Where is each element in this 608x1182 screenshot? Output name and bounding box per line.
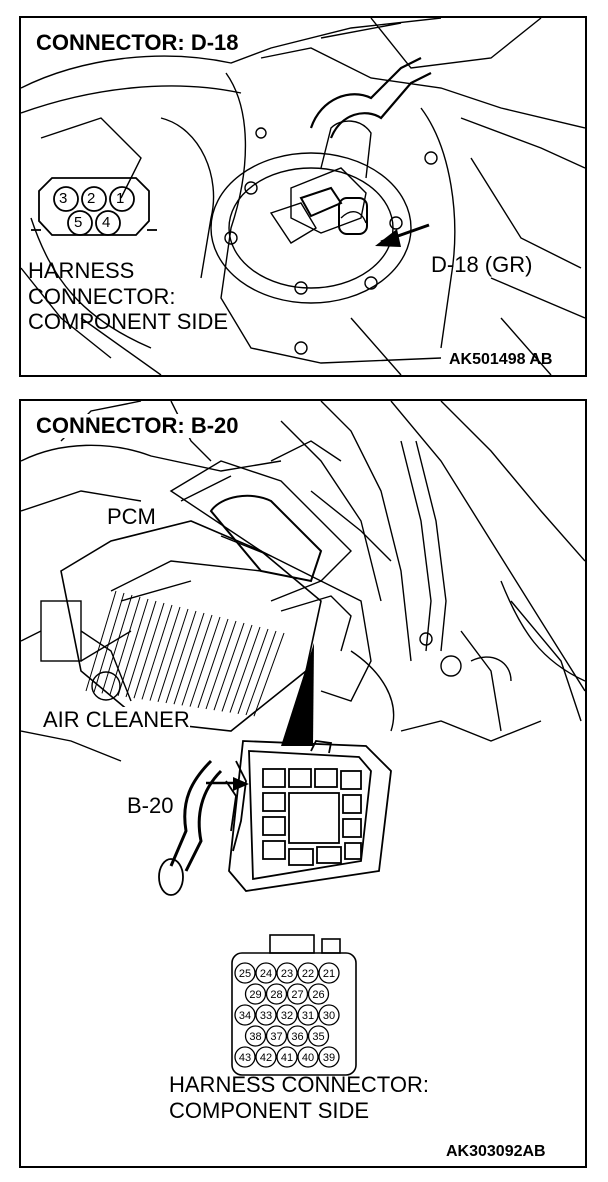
d18-figure-code-number: AK501498 — [449, 351, 526, 368]
b20-pin-number: 35 — [312, 1031, 324, 1043]
b20-pin-number: 34 — [239, 1010, 251, 1022]
d18-figure-code: AK501498 AB — [449, 352, 552, 368]
pcm-label: PCM — [107, 504, 156, 529]
b20-pin-circle — [297, 1046, 319, 1068]
b20-pin-number: 24 — [260, 968, 272, 980]
b20-pin-circle — [244, 983, 267, 1005]
b20-pin-circle — [265, 983, 288, 1005]
b20-pin-number: 29 — [249, 989, 261, 1001]
air-cleaner-rib — [237, 628, 269, 714]
b20-pin-circle — [318, 1004, 340, 1026]
air-cleaner-rib — [157, 608, 189, 702]
b20-pin-circle — [297, 1004, 319, 1026]
b20-pin-circle — [307, 983, 330, 1005]
air-cleaner-rib — [221, 624, 253, 712]
b20-caption-line-2: COMPONENT SIDE — [169, 1098, 370, 1123]
b20-pin-circle — [234, 1046, 256, 1068]
d18-figure-code-suffix: AB — [529, 351, 553, 368]
connector-d18-panel: 3 2 1 5 4 CONNECTOR: D-18 HARNESS CONNEC… — [19, 16, 587, 377]
d18-caption-line-2: CONNECTOR: — [28, 284, 176, 309]
air-cleaner-label: AIR CLEANER — [43, 707, 190, 732]
air-cleaner-rib — [181, 614, 213, 706]
b20-pin-circle — [255, 1046, 277, 1068]
air-cleaner-rib — [173, 612, 205, 705]
air-cleaner-rib — [229, 626, 261, 713]
air-cleaner-rib — [93, 592, 125, 693]
d18-pin-2: 2 — [87, 190, 96, 207]
b20-title: CONNECTOR: B-20 — [33, 414, 242, 438]
b20-pin-circle — [318, 962, 340, 984]
b20-pin-circle — [234, 1004, 256, 1026]
b20-engine-illustration: 25 24 23 22 21 29 28 27 26 34 33 32 31 30 38 37 36 35 43 42… — [21, 401, 585, 1076]
d18-caption-line-1: HARNESS — [28, 258, 135, 283]
b20-pin-number: 32 — [281, 1010, 293, 1022]
pcm-zoom-drawing — [158, 740, 392, 896]
b20-pin-circle — [276, 1004, 298, 1026]
b20-pin-circle — [255, 962, 277, 984]
b20-pin-circle — [318, 1046, 340, 1068]
b20-figure-code: AK303092AB — [446, 1143, 546, 1160]
air-cleaner-rib — [189, 616, 221, 707]
b20-pin-number: 43 — [239, 1052, 251, 1064]
air-cleaner-rib — [125, 600, 157, 698]
b20-pin-number: 25 — [239, 968, 251, 980]
b20-pin-number: 42 — [260, 1052, 272, 1064]
air-cleaner-rib — [197, 618, 229, 708]
b20-pin-number: 22 — [302, 968, 314, 980]
b20-caption-line-1: HARNESS CONNECTOR: — [169, 1072, 429, 1097]
d18-callout-label: D-18 (GR) — [431, 252, 533, 277]
b20-harness-connector-face: 25 24 23 22 21 29 28 27 26 34 33 32 31 30 38 37 36 35 43 42… — [231, 934, 357, 1076]
b20-pin-number: 40 — [302, 1052, 314, 1064]
b20-pin-number: 39 — [323, 1052, 335, 1064]
b20-pin-circle — [244, 1025, 267, 1047]
air-cleaner-rib — [213, 622, 245, 711]
air-cleaner-rib — [109, 596, 141, 695]
b20-pin-circle — [276, 1046, 298, 1068]
d18-pin-3: 3 — [59, 190, 68, 207]
air-cleaner-rib — [165, 610, 197, 704]
air-cleaner-rib — [133, 602, 165, 699]
air-cleaner-rib — [101, 594, 133, 694]
b20-pin-circle — [234, 962, 256, 984]
b20-pin-number: 30 — [323, 1010, 335, 1022]
d18-pin-4: 4 — [102, 214, 111, 231]
b20-pin-circle — [265, 1025, 288, 1047]
d18-pin-5: 5 — [74, 214, 83, 231]
air-cleaner-rib — [253, 632, 285, 717]
b20-pin-number: 21 — [323, 968, 335, 980]
b20-pin-circle — [286, 983, 309, 1005]
b20-pin-number: 37 — [270, 1031, 282, 1043]
d18-engine-illustration — [21, 18, 585, 375]
air-cleaner-rib — [205, 620, 237, 710]
d18-title: CONNECTOR: D-18 — [33, 31, 242, 55]
d18-harness-connector-face — [31, 177, 157, 236]
b20-callout-label: B-20 — [127, 793, 174, 818]
b20-pin-circle — [286, 1025, 309, 1047]
b20-pin-number: 23 — [281, 968, 293, 980]
air-cleaner-rib — [85, 590, 117, 692]
b20-pin-number: 26 — [312, 989, 324, 1001]
b20-pin-number: 36 — [291, 1031, 303, 1043]
b20-pin-circle — [276, 962, 298, 984]
connector-b20-panel: 25 24 23 22 21 29 28 27 26 34 33 32 31 30 38 37 36 35 43 42… — [19, 399, 587, 1168]
d18-caption-line-3: COMPONENT SIDE — [28, 309, 229, 334]
air-cleaner-rib — [245, 630, 277, 716]
b20-pin-circle — [255, 1004, 277, 1026]
b20-pin-number: 41 — [281, 1052, 293, 1064]
b20-pin-number: 38 — [249, 1031, 261, 1043]
b20-pin-circle — [297, 962, 319, 984]
d18-pin-1: 1 — [116, 190, 125, 207]
b20-pin-number: 31 — [302, 1010, 314, 1022]
air-cleaner-rib — [141, 604, 173, 700]
air-cleaner-rib — [149, 606, 181, 701]
b20-pin-circle — [307, 1025, 330, 1047]
b20-pin-number: 33 — [260, 1010, 272, 1022]
b20-pin-number: 27 — [291, 989, 303, 1001]
b20-pin-number: 28 — [270, 989, 282, 1001]
